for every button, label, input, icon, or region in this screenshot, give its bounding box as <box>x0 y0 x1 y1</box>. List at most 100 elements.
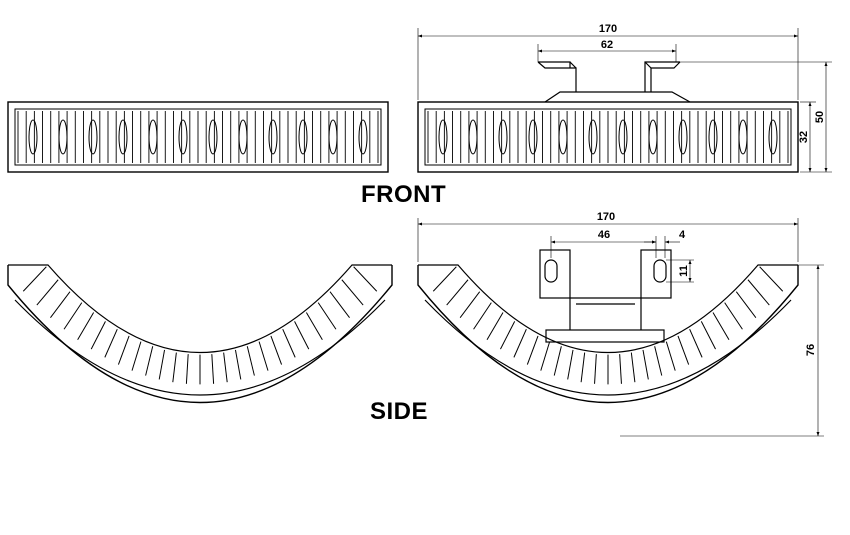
mounting-bracket-front <box>537 61 691 103</box>
led-lens <box>358 119 368 155</box>
front-left-louvers <box>17 111 379 163</box>
led-lens <box>28 119 38 155</box>
dim-side-76-text: 76 <box>805 344 817 356</box>
fin-line <box>500 321 516 350</box>
led-lens <box>498 119 508 155</box>
dim-side-46-text: 46 <box>598 229 610 241</box>
led-lens <box>738 119 748 155</box>
led-lens <box>438 119 448 155</box>
fin-line <box>117 335 130 365</box>
fin-line <box>353 266 378 292</box>
dim-front-overall-width: 170 <box>417 23 799 100</box>
led-lens <box>118 119 128 155</box>
side-right-fins <box>432 266 784 385</box>
side-view-dimensioned: 170 46 4 11 76 <box>417 211 824 437</box>
fin-line <box>211 354 215 384</box>
dim-side-overall-height: 76 <box>620 264 824 437</box>
dim-side-overall-width: 170 <box>417 211 799 262</box>
front-view-dimensioned: 170 62 50 32 <box>417 23 832 173</box>
fin-line <box>446 279 469 306</box>
led-lens <box>268 119 278 155</box>
led-lens <box>328 119 338 155</box>
dim-front-housing-height: 32 <box>798 101 816 172</box>
dim-side-11-text: 11 <box>678 265 690 277</box>
fin-line <box>294 321 310 350</box>
fin-line <box>594 354 597 384</box>
dim-side-slot-height: 11 <box>666 259 694 283</box>
led-lens <box>588 119 598 155</box>
front-right-louvers <box>427 111 789 163</box>
fin-line <box>735 291 757 319</box>
fin-line <box>223 352 228 383</box>
fin-line <box>104 328 118 358</box>
led-lens <box>238 119 248 155</box>
dim-front-32-text: 32 <box>798 131 810 143</box>
led-lens <box>148 119 158 155</box>
dim-front-50-text: 50 <box>814 111 826 123</box>
fin-line <box>282 328 296 358</box>
fin-line <box>712 312 730 340</box>
fin-line <box>305 312 323 340</box>
fin-line <box>642 349 649 380</box>
led-lens <box>678 119 688 155</box>
dim-side-slot-width: 4 <box>644 229 686 258</box>
led-lens <box>58 119 68 155</box>
fin-line <box>246 346 255 376</box>
fin-line <box>317 302 337 330</box>
fin-line <box>432 266 457 292</box>
led-lens <box>468 119 478 155</box>
fin-line <box>486 312 504 340</box>
fin-line <box>63 302 83 330</box>
led-lens <box>708 119 718 155</box>
side-left-fins <box>22 266 378 385</box>
fin-line <box>580 352 586 383</box>
fin-line <box>630 352 636 383</box>
side-view-label: SIDE <box>370 398 429 425</box>
fin-line <box>619 354 622 384</box>
fin-line <box>329 291 350 319</box>
fin-line <box>540 341 551 371</box>
led-lens <box>528 119 538 155</box>
fin-line <box>172 352 177 383</box>
dim-front-bracket-spacing: 62 <box>537 39 677 62</box>
fin-line <box>513 328 527 358</box>
led-lens <box>298 119 308 155</box>
fin-line <box>724 302 743 330</box>
led-lens <box>648 119 658 155</box>
fin-line <box>665 341 676 371</box>
led-lens <box>768 119 778 155</box>
fin-line <box>36 279 59 306</box>
fin-line <box>567 349 574 380</box>
fin-line <box>747 279 770 306</box>
fin-line <box>158 349 166 380</box>
fin-line <box>131 341 142 371</box>
dim-front-overall-height: 50 <box>680 61 832 173</box>
fin-line <box>258 341 269 371</box>
fin-line <box>553 346 562 376</box>
led-lens <box>618 119 628 155</box>
dim-side-4-text: 4 <box>679 229 686 241</box>
fin-line <box>22 266 47 292</box>
fin-line <box>90 321 106 350</box>
led-lens <box>558 119 568 155</box>
dim-front-62-text: 62 <box>601 39 613 51</box>
led-lens <box>208 119 218 155</box>
side-view-plain <box>7 264 393 404</box>
fin-line <box>654 346 663 376</box>
led-lens <box>88 119 98 155</box>
fin-line <box>677 335 690 365</box>
fin-line <box>526 335 539 365</box>
mounting-bracket-side <box>539 249 672 343</box>
fin-line <box>459 291 481 319</box>
front-view-label: FRONT <box>361 181 447 208</box>
front-view-plain <box>7 101 389 173</box>
dim-front-170-text: 170 <box>599 23 617 35</box>
led-lens <box>178 119 188 155</box>
fin-line <box>689 328 703 358</box>
fin-line <box>50 291 71 319</box>
fin-line <box>185 354 189 384</box>
fin-line <box>341 279 364 306</box>
dim-side-170-text: 170 <box>597 211 615 223</box>
fin-line <box>234 349 242 380</box>
